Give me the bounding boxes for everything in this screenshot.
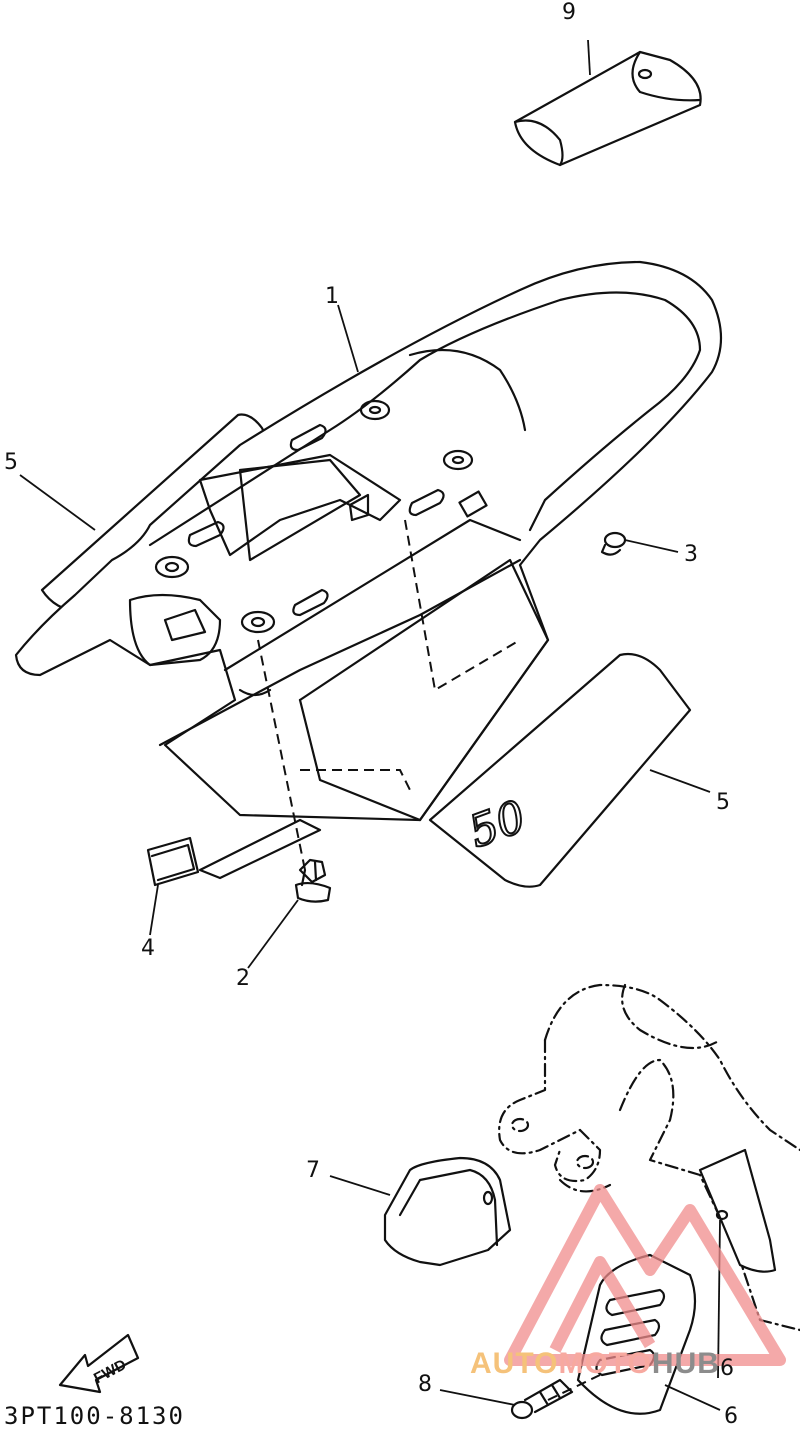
callout-4: 4 [141,936,155,961]
watermark-moto: MOTO [558,1347,652,1380]
callout-6-right: 6 [720,1356,734,1381]
part-3-screw [600,531,627,556]
frame-section [498,983,800,1332]
part-6-plate [576,1253,697,1415]
callout-5-upper: 5 [4,450,18,475]
frame-bracket [698,1148,777,1273]
callout-2: 2 [236,966,250,991]
part-5-number-decal [428,652,692,888]
callout-5-right: 5 [716,790,730,815]
part-9-cover [513,50,702,167]
part-4-pad [146,836,200,887]
watermark-logo [504,1184,786,1366]
part-code: 3PT100-8130 [4,1402,185,1430]
fwd-arrow [58,1333,140,1394]
callout-3: 3 [684,542,698,567]
callout-6-bottom: 6 [724,1404,738,1429]
watermark-auto: AUTO [470,1347,559,1380]
watermark-text: AUTOMOTOHUB [470,1347,720,1381]
callout-9: 9 [562,0,576,25]
part-7-guard [383,1156,512,1267]
part-2-bolt [294,858,332,903]
callout-1: 1 [325,284,339,309]
part-8-bolt [510,1378,574,1420]
callout-7: 7 [306,1158,320,1183]
watermark-hub: HUB [651,1347,720,1380]
callout-8: 8 [418,1372,432,1397]
part-1-rear-fender [14,260,722,880]
